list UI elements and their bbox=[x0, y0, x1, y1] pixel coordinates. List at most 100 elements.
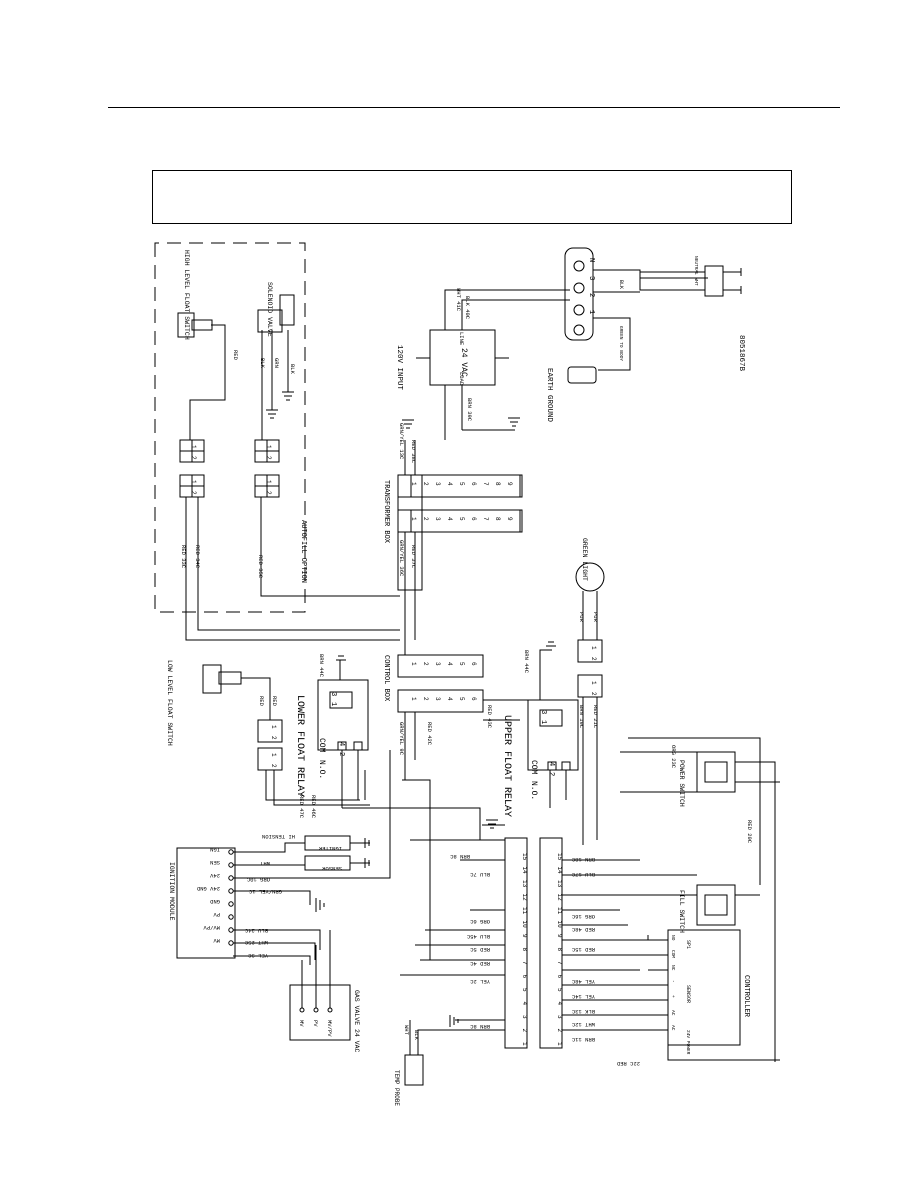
relay-no: N.O. bbox=[317, 760, 326, 779]
terminal-number: 11 bbox=[556, 907, 563, 915]
terminal-number: 6 bbox=[470, 662, 477, 666]
terminal-number: 8 bbox=[494, 517, 501, 521]
wire-label: BLK 13C bbox=[571, 1008, 595, 1015]
wire-label: YEL 14C bbox=[571, 993, 595, 1000]
controller-terminal: - bbox=[670, 980, 675, 983]
wire-label: BRN 8C bbox=[469, 1023, 490, 1030]
wire-label: RED 20C bbox=[746, 820, 753, 844]
terminal-number: 15 bbox=[521, 853, 528, 861]
controller-terminal: AC bbox=[670, 1010, 676, 1016]
terminal-number: 2 bbox=[270, 736, 277, 740]
wire-label: RED 48C bbox=[571, 926, 595, 933]
terminal-number: 6 bbox=[556, 975, 563, 979]
terminal-number: 8 bbox=[494, 482, 501, 486]
wire-label: PUR bbox=[578, 612, 585, 623]
ignition-terminal: IGN bbox=[210, 846, 220, 853]
terminal-number: 6 bbox=[521, 975, 528, 979]
terminal-number: 3 bbox=[521, 1015, 528, 1019]
wire-label: 22C RED bbox=[616, 1060, 640, 1067]
terminal-number: 1 bbox=[590, 646, 597, 650]
transformer-rating: 24 VAC bbox=[459, 348, 468, 377]
terminal-number: 2 bbox=[587, 293, 595, 297]
autofill-outline bbox=[154, 242, 306, 613]
terminal-number: 5 bbox=[521, 988, 528, 992]
low-float-switch-body bbox=[202, 664, 222, 694]
terminal-number: 2 bbox=[270, 764, 277, 768]
controller-power: 24V POWER bbox=[685, 1030, 691, 1055]
relay-pin: 1 bbox=[329, 702, 337, 706]
high-float-switch-body bbox=[177, 312, 195, 338]
cord-hot: BLK bbox=[618, 280, 624, 289]
relay-pin: 3 bbox=[539, 710, 547, 714]
terminal-number: 1 bbox=[556, 1042, 563, 1046]
ignition-terminal: 24V bbox=[209, 872, 220, 879]
wire-label: RED 38C bbox=[410, 440, 417, 464]
terminal-number: 1 bbox=[270, 725, 277, 729]
relay-pin: 2 bbox=[547, 772, 555, 776]
terminal-number: 2 bbox=[590, 692, 597, 696]
control-box-label: CONTROL BOX bbox=[382, 655, 390, 702]
terminal-number: 5 bbox=[458, 517, 465, 521]
header-rule bbox=[108, 107, 840, 108]
terminal-number: 1 bbox=[410, 662, 417, 666]
wire-label: YEL 3C bbox=[247, 952, 268, 959]
wire-label: WHT 25C bbox=[244, 939, 268, 946]
wire-label: BLK 40C bbox=[464, 296, 471, 320]
terminal-number: 7 bbox=[556, 961, 563, 965]
controller-terminal: NO bbox=[670, 935, 676, 941]
terminal-number: 1 bbox=[265, 445, 272, 449]
terminal-number: 2 bbox=[521, 1029, 528, 1033]
terminal-number: 3 bbox=[556, 1015, 563, 1019]
terminal-number: 2 bbox=[265, 491, 272, 495]
earth-ground-lug bbox=[567, 366, 597, 384]
wire-label: GRN/YEL 1C bbox=[248, 888, 282, 895]
wire-label: BLU 24C bbox=[244, 927, 268, 934]
solenoid-valve-body bbox=[257, 309, 283, 333]
terminal-number: 9 bbox=[506, 482, 513, 486]
wire-label: WHT bbox=[403, 1025, 410, 1036]
wire-label: BLU 7C bbox=[469, 871, 490, 878]
terminal-number: 1 bbox=[410, 517, 417, 521]
wire-label: RED 43C bbox=[486, 705, 493, 729]
terminal-number: 3 bbox=[434, 517, 441, 521]
wire-label: GRN/YEL 36C bbox=[398, 540, 405, 577]
terminal-number: 2 bbox=[422, 482, 429, 486]
temp-probe-label: TEMP PROBE bbox=[393, 1070, 400, 1106]
wire-label: BRN 11C bbox=[571, 1036, 595, 1043]
drawing-number: 8051867B bbox=[737, 335, 745, 372]
green-light-label: GREEN LIGHT bbox=[581, 538, 588, 581]
terminal-number: 1 bbox=[587, 310, 595, 314]
terminal-number: 5 bbox=[458, 482, 465, 486]
terminal-number: 6 bbox=[470, 697, 477, 701]
bottom-terminal-strips bbox=[504, 837, 563, 1049]
transformer-line: LINE bbox=[458, 332, 465, 346]
terminal-number: 4 bbox=[446, 517, 453, 521]
wire-label: GRN/YEL 9C bbox=[398, 722, 405, 756]
wire-label: RED 47C bbox=[298, 795, 305, 819]
terminal-number: 1 bbox=[190, 480, 197, 484]
power-switch bbox=[696, 751, 736, 793]
ignition-terminal: MV bbox=[213, 937, 220, 944]
terminal-number: 10 bbox=[556, 921, 563, 929]
temp-probe bbox=[404, 1054, 424, 1086]
gas-valve bbox=[289, 984, 351, 1041]
wire-label: BLK bbox=[259, 358, 266, 369]
input-label: 120V INPUT bbox=[395, 345, 403, 391]
terminal-number: 1 bbox=[410, 697, 417, 701]
wire-label: RED 46C bbox=[310, 795, 317, 819]
power-switch-label: POWER SWITCH bbox=[678, 760, 685, 807]
wire-label: BRN 44C bbox=[523, 650, 530, 674]
terminal-number: 2 bbox=[190, 491, 197, 495]
controller-terminal: NC bbox=[670, 965, 676, 971]
wire-label: ORG 6C bbox=[469, 918, 490, 925]
terminal-number: 1 bbox=[265, 480, 272, 484]
terminal-number: 4 bbox=[446, 482, 453, 486]
terminal-number: 7 bbox=[521, 961, 528, 965]
terminal-number: 2 bbox=[190, 456, 197, 460]
fill-switch-label: FILL SWITCH bbox=[678, 890, 685, 933]
wire-label: BRN 18C bbox=[571, 856, 595, 863]
relay-pin: 4 bbox=[547, 762, 555, 766]
ignition-terminal: PV bbox=[213, 911, 220, 918]
ignition-terminal: SEN bbox=[210, 859, 220, 866]
